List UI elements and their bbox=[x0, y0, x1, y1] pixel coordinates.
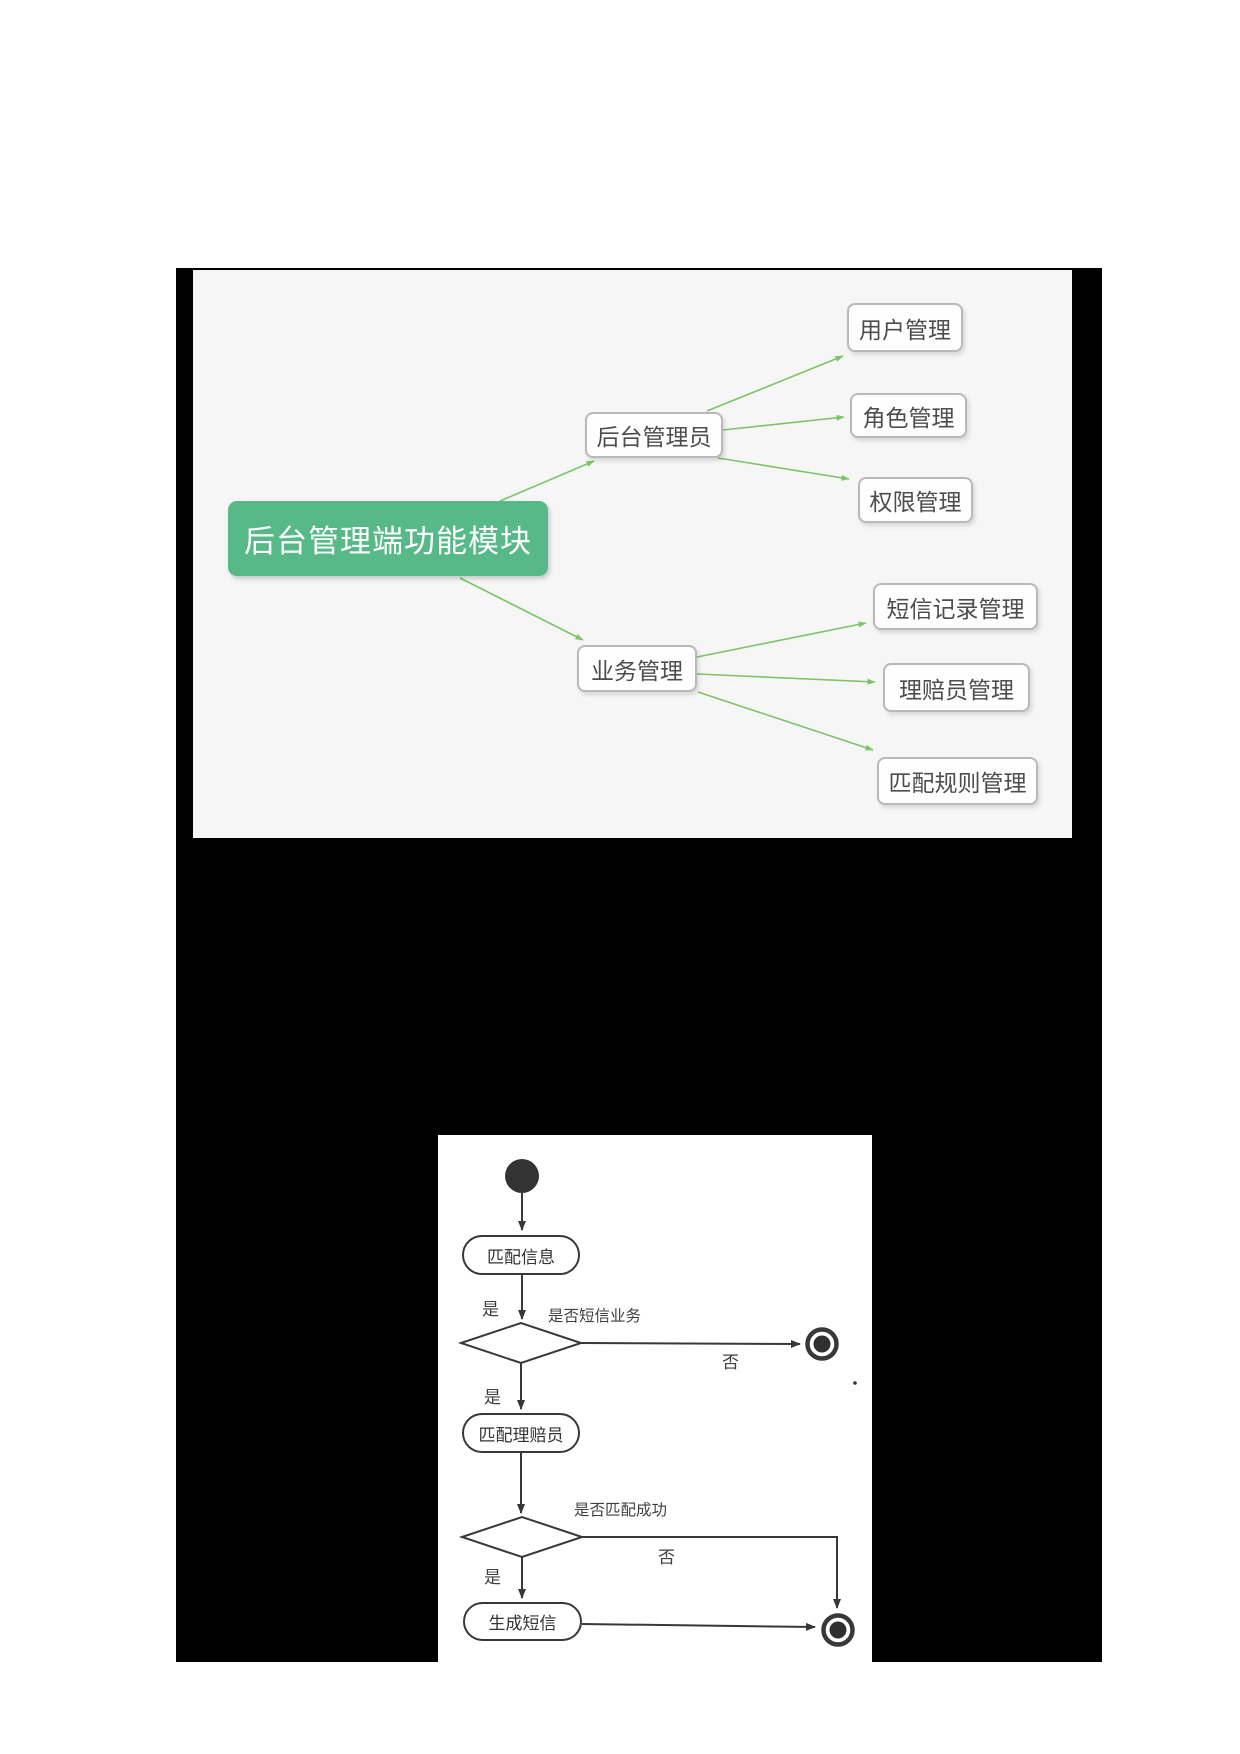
decision1-no-label: 否 bbox=[722, 1353, 739, 1372]
end-node-2 bbox=[821, 1613, 855, 1647]
node-role-mgmt: 角色管理 bbox=[850, 393, 967, 438]
node-sms-record-mgmt: 短信记录管理 bbox=[873, 583, 1038, 630]
node-user-mgmt-label: 用户管理 bbox=[859, 316, 951, 343]
start-node bbox=[505, 1159, 539, 1193]
edge-admin-to-permission-mgmt bbox=[717, 457, 850, 481]
mindmap-edges bbox=[459, 355, 876, 751]
stray-dot bbox=[853, 1381, 857, 1385]
node-business-mgmt: 业务管理 bbox=[577, 645, 697, 692]
edge-admin-to-user-mgmt bbox=[706, 355, 844, 412]
node-adjuster-mgmt-label: 理赔员管理 bbox=[899, 676, 1014, 703]
edge-root-to-business bbox=[459, 577, 584, 641]
mindmap-root-label: 后台管理端功能模块 bbox=[244, 524, 532, 559]
edge-business-to-match-rule bbox=[697, 691, 874, 751]
decision1-diamond bbox=[457, 1321, 585, 1365]
flow-decision1-no-to-end1 bbox=[580, 1339, 801, 1348]
node-role-mgmt-label: 角色管理 bbox=[862, 404, 955, 431]
action-match-info-label: 匹配信息 bbox=[487, 1247, 555, 1267]
node-backend-admin: 后台管理员 bbox=[585, 412, 723, 458]
decision2-yes-label: 是 bbox=[484, 1568, 501, 1587]
flow-generate-sms-to-end2 bbox=[581, 1622, 816, 1631]
node-match-rule-mgmt: 匹配规则管理 bbox=[877, 757, 1038, 805]
mindmap-root-node: 后台管理端功能模块 bbox=[228, 501, 548, 576]
decision1-question-label: 是否短信业务 bbox=[548, 1308, 642, 1325]
action-generate-sms-label: 生成短信 bbox=[488, 1614, 557, 1633]
end-node-1 bbox=[805, 1327, 839, 1361]
action-match-info: 匹配信息 bbox=[462, 1235, 580, 1275]
node-adjuster-mgmt: 理赔员管理 bbox=[883, 663, 1030, 712]
node-user-mgmt: 用户管理 bbox=[847, 303, 963, 352]
edge-business-to-adjuster bbox=[696, 673, 876, 685]
decision1-entry-yes-label: 是 bbox=[482, 1300, 499, 1319]
decision2-question-label: 是否匹配成功 bbox=[574, 1502, 668, 1519]
decision1-yes-label: 是 bbox=[484, 1388, 501, 1407]
node-sms-record-mgmt-label: 短信记录管理 bbox=[886, 595, 1025, 622]
mindmap-panel: 后台管理端功能模块 后台管理员 业务管理 用户管理 角色管理 权限管理 短信记录… bbox=[193, 270, 1072, 838]
node-backend-admin-label: 后台管理员 bbox=[596, 424, 712, 450]
edge-admin-to-role-mgmt bbox=[722, 414, 845, 431]
node-match-rule-mgmt-label: 匹配规则管理 bbox=[888, 770, 1027, 796]
decision2-no-label: 否 bbox=[658, 1548, 675, 1567]
action-match-adjuster-label: 匹配理赔员 bbox=[478, 1425, 564, 1445]
node-permission-mgmt: 权限管理 bbox=[858, 477, 973, 523]
node-permission-mgmt-label: 权限管理 bbox=[869, 489, 962, 515]
edge-business-to-sms-record bbox=[696, 621, 867, 658]
decision2-diamond bbox=[458, 1515, 586, 1559]
action-match-adjuster: 匹配理赔员 bbox=[462, 1413, 580, 1453]
edge-root-to-admin bbox=[499, 460, 595, 502]
activity-shapes bbox=[457, 1159, 857, 1647]
action-generate-sms: 生成短信 bbox=[463, 1602, 582, 1641]
node-business-mgmt-label: 业务管理 bbox=[591, 657, 683, 684]
flow-decision2-no-to-end2 bbox=[582, 1536, 841, 1609]
activity-diagram-panel: 匹配信息 匹配理赔员 生成短信 是 是否短信业务 否 是 是否匹配成功 否 是 bbox=[438, 1135, 872, 1662]
